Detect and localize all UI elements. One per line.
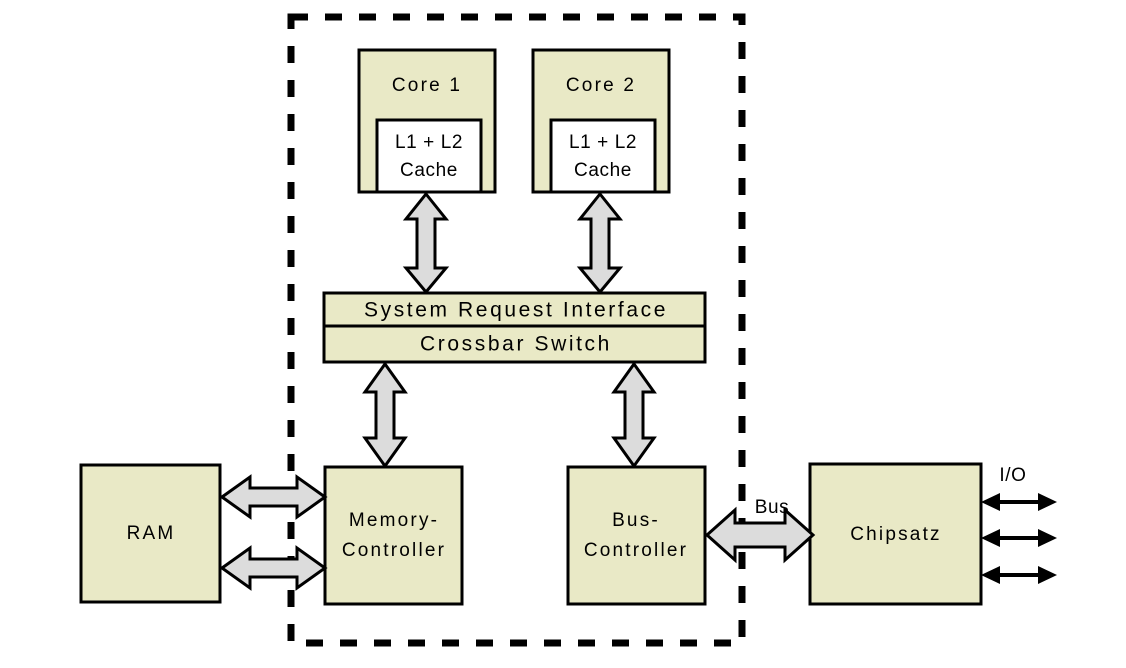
arrow-crossbar-to-bus-controller [611, 361, 657, 469]
system-request-interface-block: System Request Interface [322, 291, 707, 328]
bus-label: Bus [755, 497, 790, 518]
core-2-label: Core 2 [566, 75, 636, 96]
core-1-label: Core 1 [392, 75, 462, 96]
chipsatz-label: Chipsatz [850, 524, 942, 545]
system-request-interface-label: System Request Interface [364, 299, 668, 322]
cpu-die-boundary [287, 13, 746, 647]
bus-controller-label-line1: Bus- [612, 510, 660, 531]
io-label: I/O [999, 465, 1026, 486]
ram-box [79, 463, 222, 604]
chipsatz-box [808, 462, 983, 606]
crossbar-switch-label: Crossbar Switch [420, 333, 612, 356]
bus-controller-label-line2: Controller [584, 540, 688, 561]
memory-controller-block: Memory- Controller [323, 465, 464, 606]
core-1-cache-line2: Cache [400, 160, 458, 181]
core-2-cache-line2: Cache [574, 160, 632, 181]
crossbar-switch-box [322, 324, 707, 364]
ram-block: RAM [79, 463, 222, 604]
arrow-core1-to-sri [402, 191, 450, 295]
arrow-ram-to-memory-controller-lower [219, 545, 328, 591]
bus-controller-box [566, 465, 707, 606]
memory-controller-label-line2: Controller [342, 540, 446, 561]
core-2-block: Core 2 L1 + L2 Cache [531, 48, 671, 194]
arrow-bus-controller-to-chipsatz [704, 506, 816, 564]
core-1-block: Core 1 L1 + L2 Cache [357, 48, 497, 194]
crossbar-switch-block: Crossbar Switch [322, 324, 707, 364]
core-2-cache-box [549, 118, 657, 194]
arrow-crossbar-to-memory-controller [362, 361, 408, 469]
io-arrow-1 [981, 493, 1057, 511]
core-1-cache-box [375, 118, 483, 194]
chipsatz-block: Chipsatz [808, 462, 983, 606]
memory-controller-box [323, 465, 464, 606]
io-arrow-2 [981, 529, 1057, 547]
arrow-ram-to-memory-controller-upper [219, 474, 328, 520]
core-1-cache-line1: L1 + L2 [395, 132, 463, 153]
memory-controller-label-line1: Memory- [349, 510, 439, 531]
arrow-core2-to-sri [576, 191, 624, 295]
ram-label: RAM [127, 523, 176, 544]
core-2-cache-line1: L1 + L2 [569, 132, 637, 153]
io-arrow-3 [981, 566, 1057, 584]
bus-controller-block: Bus- Controller [566, 465, 707, 606]
